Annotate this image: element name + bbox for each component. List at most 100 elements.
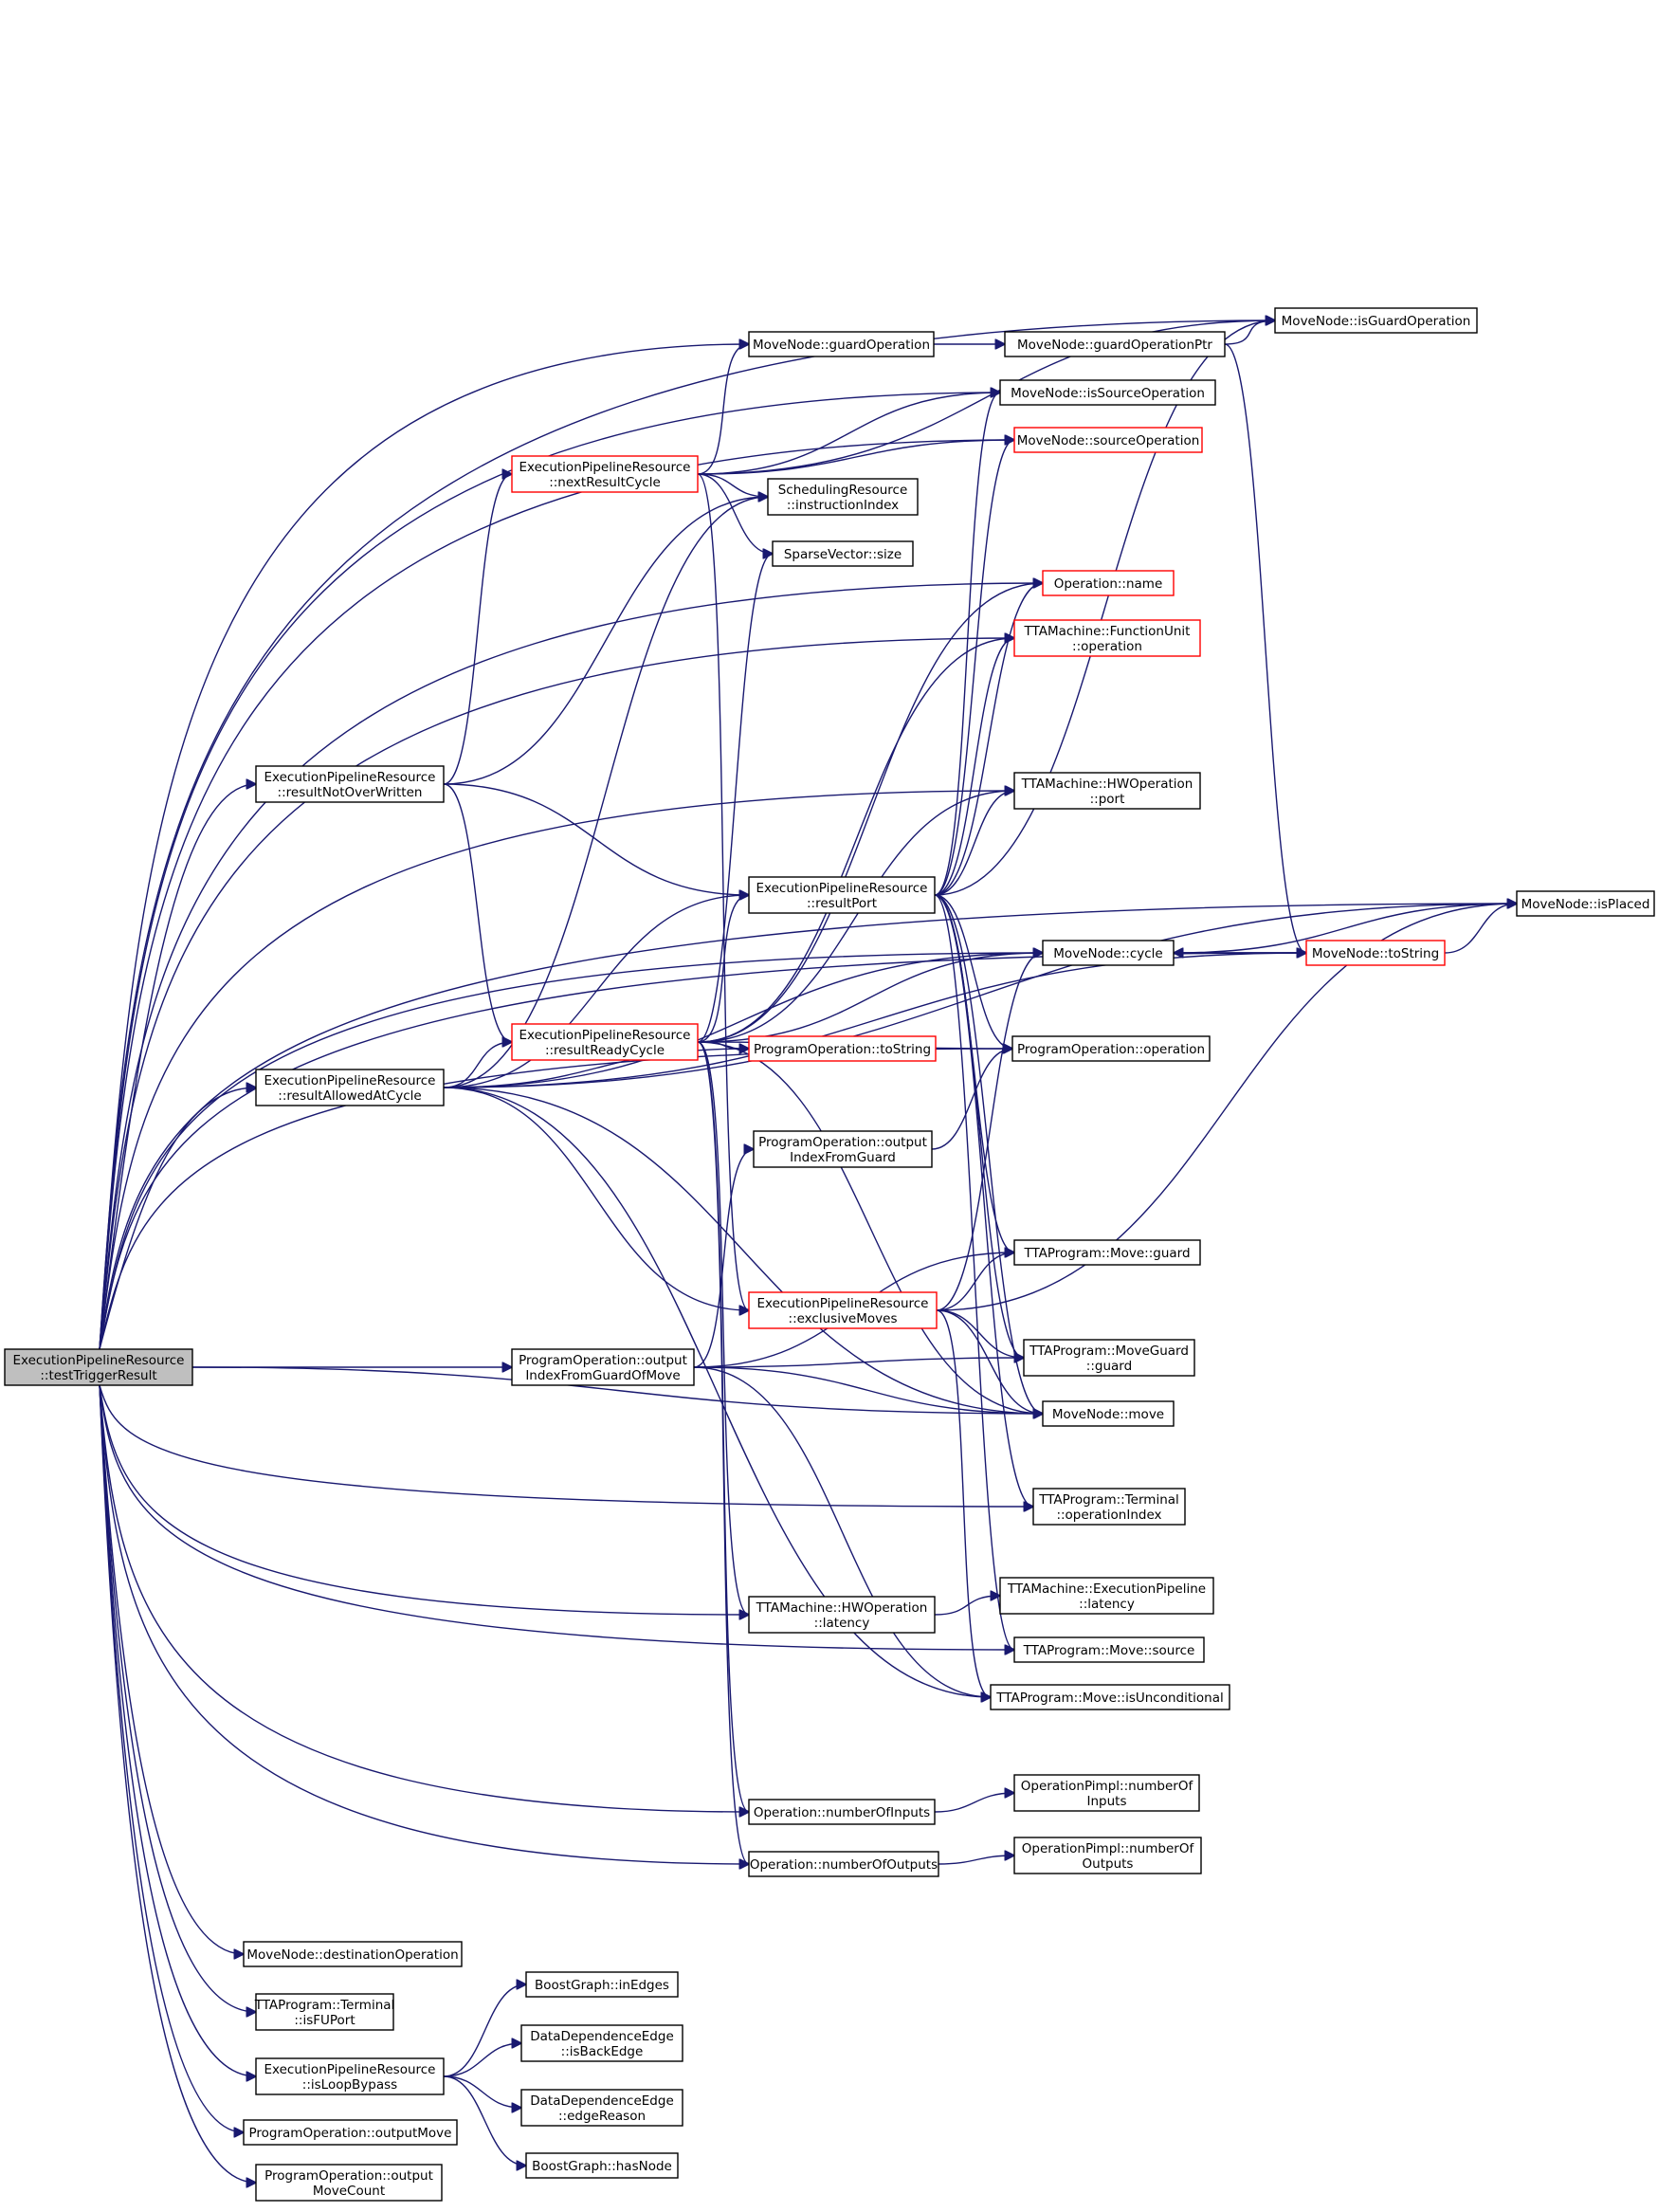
node-excl[interactable]: ExecutionPipelineResource::exclusiveMove… — [748, 1291, 938, 1329]
node-dder[interactable]: DataDependenceEdge::edgeReason — [520, 2089, 683, 2127]
node-label: TTAProgram::Move::source — [1023, 1643, 1195, 1658]
node-pooigm[interactable]: ProgramOperation::outputIndexFromGuardOf… — [511, 1348, 695, 1386]
node-label: ProgramOperation::operation — [1017, 1042, 1205, 1057]
node-root[interactable]: ExecutionPipelineResource::testTriggerRe… — [4, 1348, 193, 1386]
node-box — [1023, 1339, 1195, 1377]
node-fuop[interactable]: TTAMachine::FunctionUnit::operation — [1013, 619, 1201, 657]
node-label: ProgramOperation::toString — [754, 1042, 931, 1057]
edge-root-to-mnm — [191, 1366, 1043, 1414]
edge-root-to-ilb — [99, 1384, 256, 2076]
node-ilb[interactable]: ExecutionPipelineResource::isLoopBypass — [255, 2057, 445, 2095]
node-label: ProgramOperation::output — [264, 2168, 433, 2184]
edge-rport-to-isrc — [934, 393, 1000, 896]
node-label: ::isBackEdge — [561, 2044, 644, 2059]
node-box — [520, 2089, 683, 2127]
node-label: DataDependenceEdge — [530, 2093, 674, 2109]
edge-hwlat-to-eplat — [934, 1596, 1000, 1616]
node-box — [1013, 427, 1203, 453]
node-label: TTAMachine::HWOperation — [1021, 777, 1193, 792]
node-opno[interactable]: OperationPimpl::numberOfOutputs — [1013, 1837, 1202, 1874]
edge-root-to-mnts — [99, 953, 1306, 1350]
node-label: ProgramOperation::outputMove — [249, 2126, 452, 2141]
node-mvs[interactable]: TTAProgram::Move::source — [1013, 1636, 1205, 1663]
node-mgop[interactable]: MoveNode::guardOperationPtr — [1004, 331, 1226, 357]
node-rport[interactable]: ExecutionPipelineResource::resultPort — [748, 876, 936, 914]
node-pots[interactable]: ProgramOperation::toString — [748, 1035, 937, 1062]
node-cyc[interactable]: MoveNode::cycle — [1042, 940, 1175, 966]
edge-rnow-to-nrc — [443, 474, 512, 785]
node-eplat[interactable]: TTAMachine::ExecutionPipeline::latency — [999, 1577, 1214, 1615]
node-rnow[interactable]: ExecutionPipelineResource::resultNotOver… — [255, 765, 445, 803]
node-mgg[interactable]: TTAProgram::MoveGuard::guard — [1023, 1339, 1195, 1377]
node-box — [1042, 940, 1175, 966]
node-hwlat[interactable]: TTAMachine::HWOperation::latency — [748, 1596, 936, 1634]
node-label: TTAMachine::HWOperation — [756, 1600, 928, 1616]
edge-mnts-to-isp — [1444, 904, 1517, 954]
edge-pooigm-to-poofg — [693, 1149, 754, 1368]
node-label: TTAMachine::ExecutionPipeline — [1007, 1581, 1206, 1597]
node-box — [255, 1069, 445, 1106]
node-igo[interactable]: MoveNode::isGuardOperation — [1274, 307, 1478, 334]
node-noi[interactable]: Operation::numberOfInputs — [748, 1799, 936, 1825]
node-rac[interactable]: ExecutionPipelineResource::resultAllowed… — [255, 1069, 445, 1106]
edge-rrc-to-mnm — [697, 1041, 1043, 1414]
node-label: ::nextResultCycle — [549, 475, 661, 490]
node-svs[interactable]: SparseVector::size — [772, 540, 914, 567]
node-srii[interactable]: SchedulingResource::instructionIndex — [767, 478, 919, 516]
node-label: ExecutionPipelineResource — [757, 1296, 929, 1311]
node-label: ProgramOperation::output — [758, 1135, 927, 1150]
node-label: ExecutionPipelineResource — [264, 2062, 436, 2077]
node-box — [1013, 619, 1201, 657]
edge-excl-to-isp — [936, 904, 1517, 1311]
node-label: OperationPimpl::numberOf — [1021, 1779, 1194, 1794]
node-mndo[interactable]: MoveNode::destinationOperation — [243, 1941, 463, 1967]
node-ddbe[interactable]: DataDependenceEdge::isBackEdge — [520, 2024, 683, 2062]
node-box — [255, 765, 445, 803]
node-bghn[interactable]: BoostGraph::hasNode — [525, 2152, 679, 2179]
node-bgie[interactable]: BoostGraph::inEdges — [525, 1971, 679, 1998]
node-toi[interactable]: TTAProgram::Terminal::operationIndex — [1032, 1488, 1186, 1526]
node-label: Outputs — [1083, 1856, 1134, 1872]
node-label: ::testTriggerResult — [40, 1368, 156, 1383]
node-label: MoveNode::isGuardOperation — [1282, 314, 1471, 329]
node-mnm[interactable]: MoveNode::move — [1042, 1400, 1175, 1427]
node-box — [1042, 570, 1175, 596]
node-tisfu[interactable]: TTAProgram::Terminal::isFUPort — [254, 1993, 395, 2031]
node-label: ::port — [1090, 792, 1125, 807]
edge-pooigm-to-mgg — [693, 1358, 1024, 1368]
node-noo[interactable]: Operation::numberOfOutputs — [748, 1851, 939, 1877]
node-box — [525, 1971, 679, 1998]
edge-excl-to-mvg — [936, 1252, 1014, 1311]
node-pomv[interactable]: ProgramOperation::outputMove — [243, 2119, 458, 2146]
node-isrc[interactable]: MoveNode::isSourceOperation — [999, 379, 1216, 406]
edge-nrc-to-mgo — [697, 344, 749, 475]
node-mgo[interactable]: MoveNode::guardOperation — [748, 331, 935, 357]
node-label: MoveNode::guardOperationPtr — [1017, 338, 1212, 353]
node-label: TTAProgram::MoveGuard — [1029, 1344, 1189, 1359]
nodes-layer: ExecutionPipelineResource::testTriggerRe… — [4, 307, 1655, 2202]
node-mvg[interactable]: TTAProgram::Move::guard — [1013, 1239, 1201, 1266]
edge-root-to-isp — [99, 904, 1517, 1350]
edge-ilb-to-bgie — [443, 1984, 526, 2077]
node-opni[interactable]: OperationPimpl::numberOfInputs — [1013, 1774, 1200, 1812]
node-rrc[interactable]: ExecutionPipelineResource::resultReadyCy… — [511, 1023, 699, 1061]
node-label: ::guard — [1086, 1359, 1132, 1374]
node-poop[interactable]: ProgramOperation::operation — [1011, 1035, 1211, 1062]
node-box — [1011, 1035, 1211, 1062]
edge-rnow-to-rport — [443, 783, 749, 895]
node-box — [999, 1577, 1214, 1615]
node-mnts[interactable]: MoveNode::toString — [1305, 940, 1446, 966]
edge-rrc-to-svs — [697, 554, 773, 1043]
node-oname[interactable]: Operation::name — [1042, 570, 1175, 596]
node-nrc[interactable]: ExecutionPipelineResource::nextResultCyc… — [511, 455, 699, 493]
node-mvu[interactable]: TTAProgram::Move::isUnconditional — [990, 1684, 1230, 1710]
node-isp[interactable]: MoveNode::isPlaced — [1516, 890, 1655, 917]
node-hwport[interactable]: TTAMachine::HWOperation::port — [1013, 772, 1201, 810]
edge-root-to-noi — [99, 1384, 749, 1812]
node-box — [243, 1941, 463, 1967]
node-srco[interactable]: MoveNode::sourceOperation — [1013, 427, 1203, 453]
node-box — [511, 1348, 695, 1386]
